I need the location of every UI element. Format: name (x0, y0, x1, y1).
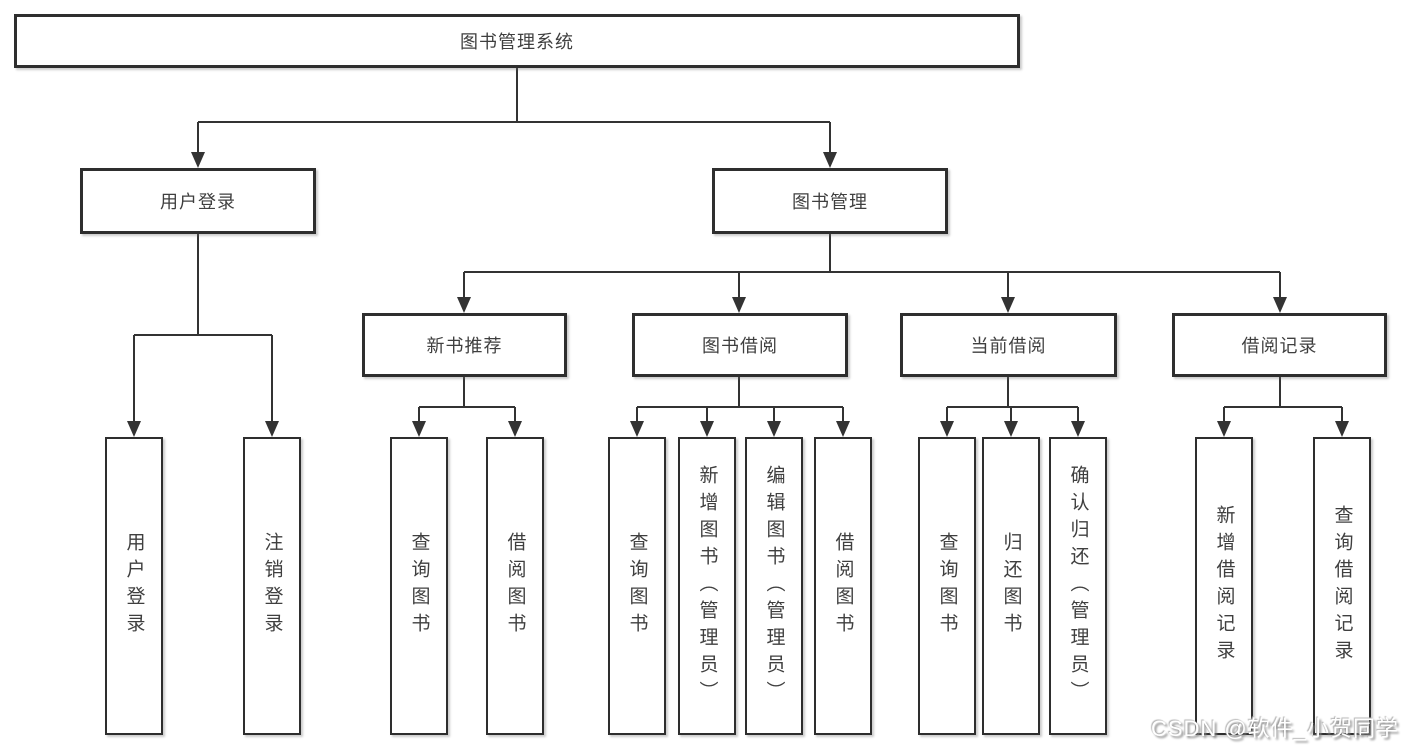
leaf-label: 新增图书（管理员） (696, 464, 718, 708)
leaf-label: 查询图书 (408, 532, 430, 640)
leaf-label: 查询借阅记录 (1331, 505, 1353, 667)
node-new-book-recommend: 新书推荐 (362, 313, 567, 377)
node-label: 图书借阅 (702, 336, 778, 356)
leaf-query-book: 查询图书 (608, 437, 666, 735)
node-current-borrow: 当前借阅 (900, 313, 1117, 377)
leaf-label: 注销登录 (261, 532, 283, 640)
node-label: 图书管理 (792, 192, 868, 212)
node-borrow-records: 借阅记录 (1172, 313, 1387, 377)
node-library-management-system: 图书管理系统 (14, 14, 1020, 68)
leaf-label: 借阅图书 (832, 532, 854, 640)
node-label: 图书管理系统 (460, 32, 574, 52)
leaf-query-book: 查询图书 (918, 437, 976, 735)
leaf-add-borrow-record: 新增借阅记录 (1195, 437, 1253, 735)
node-label: 用户登录 (160, 192, 236, 212)
leaf-query-book: 查询图书 (390, 437, 448, 735)
csdn-watermark: CSDN @软件_小贺同学 (1150, 716, 1399, 741)
leaf-query-borrow-record: 查询借阅记录 (1313, 437, 1371, 735)
leaf-label: 用户登录 (123, 532, 145, 640)
leaf-borrow-book: 借阅图书 (486, 437, 544, 735)
node-label: 当前借阅 (970, 336, 1047, 356)
leaf-add-book-admin: 新增图书（管理员） (678, 437, 736, 735)
node-book-management: 图书管理 (712, 168, 948, 234)
leaf-return-book: 归还图书 (982, 437, 1040, 735)
node-book-borrow: 图书借阅 (632, 313, 848, 377)
leaf-edit-book-admin: 编辑图书（管理员） (745, 437, 803, 735)
leaf-confirm-return-admin: 确认归还（管理员） (1049, 437, 1107, 735)
leaf-label: 查询图书 (936, 532, 958, 640)
arrowhead-icons (127, 152, 1349, 437)
leaf-borrow-book: 借阅图书 (814, 437, 872, 735)
leaf-logout: 注销登录 (243, 437, 301, 735)
node-label: 借阅记录 (1241, 336, 1318, 356)
node-user-login: 用户登录 (80, 168, 316, 234)
leaf-label: 确认归还（管理员） (1067, 464, 1089, 708)
leaf-user-login: 用户登录 (105, 437, 163, 735)
leaf-label: 新增借阅记录 (1213, 505, 1235, 667)
leaf-label: 归还图书 (1000, 532, 1022, 640)
leaf-label: 编辑图书（管理员） (763, 464, 785, 708)
leaf-label: 查询图书 (626, 532, 648, 640)
node-label: 新书推荐 (426, 336, 503, 356)
leaf-label: 借阅图书 (504, 532, 526, 640)
